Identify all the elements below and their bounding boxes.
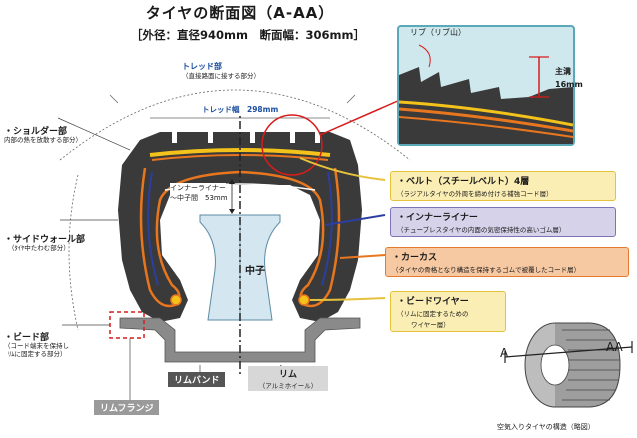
liner-connector [324,214,386,226]
bead-label: ・ビード部 [4,333,50,343]
bead-wire-callout-desc-1: （リムに固定するための [397,310,469,318]
carcass-callout-desc: （タイヤの骨格となり構造を保持するゴムで被覆したコード層） [392,266,581,274]
rim-label-box: リム （アルミホイール） [248,366,328,391]
main-groove-depth: 16mm [555,80,583,89]
tread-desc: （直接路面に接する部分） [182,72,260,80]
perspective-caption: 空気入りタイヤの構造（略図） [497,423,595,431]
core-label: 中子 [245,266,265,277]
shoulder-desc: 内部の熱を放散する部分） [4,136,82,144]
inner-liner-layer [147,171,333,286]
sidewall-desc: （ﾀｲﾔ中たわむ部分） [8,244,70,252]
bead-wire-left [170,294,182,306]
tire-rubber-body [118,132,362,322]
tread-grooves [172,131,320,143]
rib-pointer-line [319,99,401,136]
tread-label: トレッド部 [182,62,222,71]
section-mark-a: A [500,346,509,360]
main-groove-title: 主溝 [555,67,571,76]
rim-label: リム [278,370,297,380]
bead-wire-callout-desc-2: ワイヤー層） [411,321,450,329]
sidewall-label: ・サイドウォール部 [4,235,86,245]
belt-connector [299,157,386,181]
belt-callout: ・ベルト（スチールベルト）4層 （ラジアルタイヤの外周を締め付ける補強コード層） [390,171,616,201]
inner-liner-callout-title: ・インナーライナー [397,213,478,223]
outer-dimension-arc [59,89,411,161]
bead-wire-callout: ・ビードワイヤー （リムに固定するための ワイヤー層） [390,291,506,332]
inner-gap-line2: ～中子間 53mm [170,193,228,203]
diagram-title: タイヤの断面図（A-AA） [145,4,335,22]
belt-callout-title: ・ベルト（スチールベルト）4層 [397,177,530,187]
rim-desc: （アルミホイール） [258,382,318,390]
sidewall-dimension-arc [68,174,79,331]
belt-callout-desc: （ラジアルタイヤの外周を締め付ける補強コード層） [397,190,553,198]
inner-liner-callout-desc: （チューブレスタイヤの内面の気密保持性の高いゴム層） [397,226,566,234]
bead-desc-1: （コード端末を保持し [4,342,69,350]
tread-width-label: トレッド幅 298mm [200,104,281,115]
rib-detail-inset [397,25,575,146]
bead-wire-callout-title: ・ビードワイヤー [397,297,469,307]
inner-liner-callout: ・インナーライナー （チューブレスタイヤの内面の気密保持性の高いゴム層） [390,207,616,237]
shoulder-label: ・ショルダー部 [4,127,68,137]
carcass-connector [339,254,386,259]
rib-detail-drawing [398,44,574,144]
section-mark-aa: AA [606,340,623,354]
rim-band-label: リムバンド [168,372,226,387]
rib-label: リブ（リブ山） [410,28,466,37]
diagram-subtitle: ［外径：直径940mm 断面幅：306mm］ [131,28,365,42]
carcass-callout-title: ・カーカス [392,253,438,263]
carcass-callout: ・カーカス （タイヤの骨格となり構造を保持するゴムで被覆したコード層） [385,247,629,277]
bead-desc-2: ﾘﾑに固定する部分） [8,350,67,358]
rib-highlight-circle [261,114,323,176]
bead-wire-connector [309,297,386,301]
inner-gap-line1: インナーライナー [170,183,226,193]
bead-wire-right [298,294,310,306]
tire-perspective-sketch [504,322,633,408]
rim-flange-label: リムフランジ [94,400,160,415]
